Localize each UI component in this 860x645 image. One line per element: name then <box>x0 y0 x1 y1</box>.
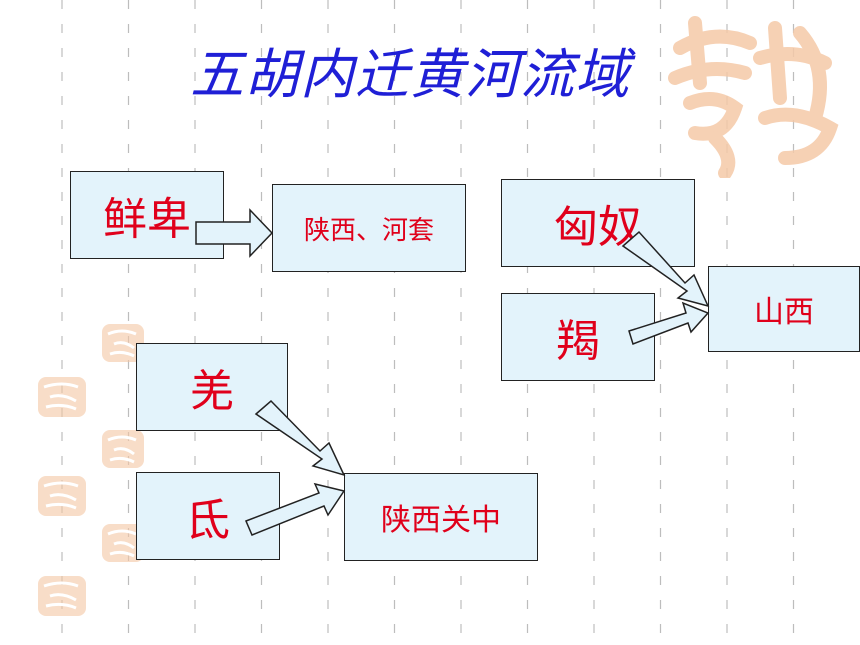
node-shaanxi-hetao: 陕西、河套 <box>272 184 466 272</box>
seal-logo-small <box>102 430 144 468</box>
seal-logo-large <box>668 16 839 178</box>
node-qiang: 羌 <box>136 343 288 431</box>
node-shaanxi-guanzhong: 陕西关中 <box>344 473 538 561</box>
seal-logo-small <box>102 524 144 562</box>
node-xiongnu: 匈奴 <box>501 179 695 267</box>
seal-logo-small <box>102 324 144 362</box>
node-xianbei: 鲜卑 <box>70 171 224 259</box>
slide-title: 五胡内迁黄河流域 <box>190 43 630 106</box>
seal-logo-small <box>38 576 86 616</box>
seal-logo-small <box>38 476 86 516</box>
seal-logo-small <box>38 377 86 417</box>
node-jie: 羯 <box>501 293 655 381</box>
node-di: 氐 <box>136 472 280 560</box>
node-shanxi: 山西 <box>708 266 860 352</box>
